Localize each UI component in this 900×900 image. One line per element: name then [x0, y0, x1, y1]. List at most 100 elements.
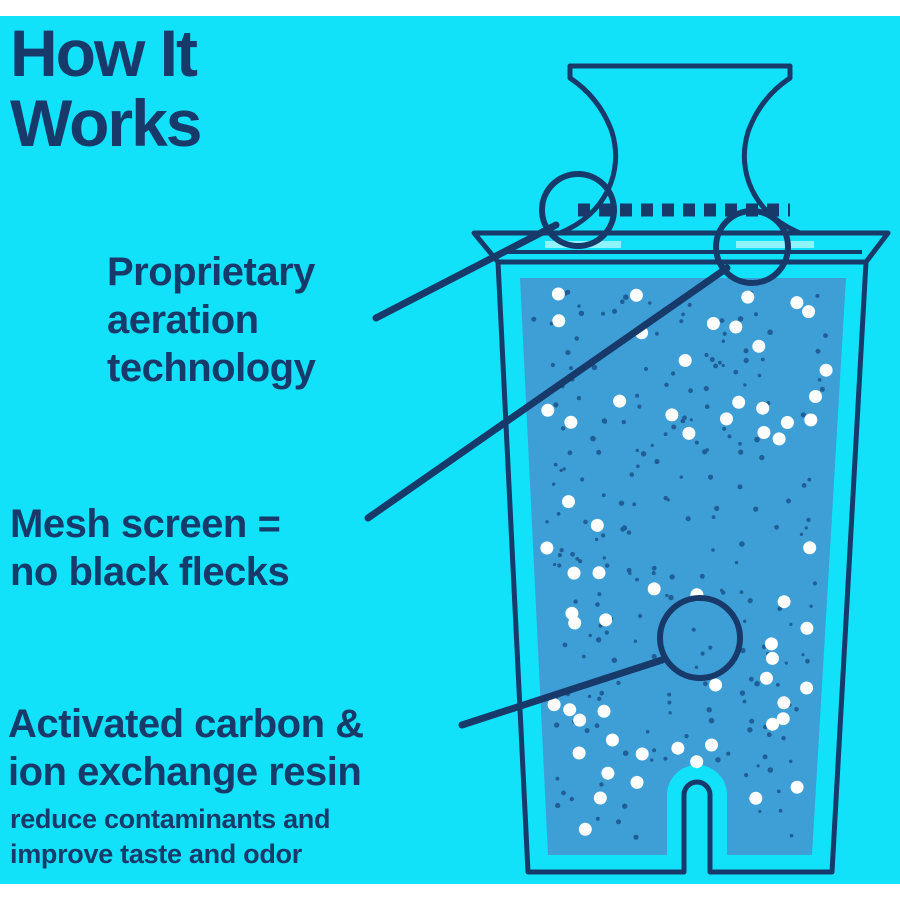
carbon-speck — [774, 524, 779, 530]
carbon-speck — [743, 383, 747, 387]
carbon-speck — [569, 796, 574, 802]
carbon-speck — [734, 560, 739, 565]
callout-sub-line: improve taste and odor — [10, 839, 302, 869]
carbon-speck — [679, 319, 684, 324]
carbon-speck — [623, 294, 629, 301]
carbon-speck — [652, 748, 657, 753]
resin-bead — [564, 415, 578, 429]
carbon-speck — [580, 477, 585, 482]
carbon-speck — [738, 449, 744, 455]
carbon-speck — [749, 718, 755, 724]
callout-carbon-label: Activated carbon & ion exchange resin — [8, 700, 364, 796]
resin-bead — [741, 290, 755, 304]
resin-bead — [803, 541, 817, 555]
carbon-speck — [739, 541, 745, 547]
carbon-speck — [704, 352, 709, 358]
resin-bead — [597, 704, 611, 718]
carbon-speck — [737, 484, 743, 490]
carbon-speck — [713, 363, 718, 369]
resin-bead — [804, 413, 818, 427]
carbon-speck — [531, 316, 537, 322]
carbon-speck — [651, 571, 656, 576]
resin-bead — [819, 363, 833, 377]
carbon-speck — [545, 520, 549, 524]
carbon-speck — [629, 472, 635, 477]
carbon-speck — [722, 426, 727, 431]
carbon-speck — [601, 493, 606, 498]
resin-bead — [809, 390, 822, 403]
carbon-speck — [597, 696, 602, 701]
carbon-speck — [651, 653, 657, 660]
carbon-speck — [694, 665, 699, 669]
carbon-speck — [781, 735, 786, 741]
carbon-speck — [581, 654, 586, 659]
carbon-speck — [679, 475, 683, 479]
carbon-speck — [688, 388, 693, 394]
carbon-speck — [739, 590, 744, 594]
carbon-speck — [722, 331, 727, 336]
resin-bead — [605, 733, 619, 747]
carbon-speck — [626, 567, 632, 573]
carbon-speck — [754, 680, 760, 687]
carbon-speck — [815, 293, 820, 298]
carbon-speck — [591, 364, 598, 371]
carbon-speck — [708, 474, 714, 480]
carbon-speck — [555, 776, 560, 781]
carbon-speck — [738, 441, 742, 446]
carbon-speck — [721, 339, 725, 343]
carbon-speck — [812, 581, 818, 586]
resin-bead — [777, 595, 791, 609]
carbon-speck — [747, 727, 753, 733]
carbon-speck — [557, 553, 563, 558]
magnifier-circle-icon — [657, 595, 743, 681]
callout-line: ion exchange resin — [8, 750, 362, 794]
carbon-particles — [531, 289, 828, 840]
callout-sub-line: reduce contaminants and — [10, 804, 331, 834]
resin-bead — [766, 717, 779, 731]
resin-bead — [567, 566, 581, 580]
carbon-speck — [622, 803, 628, 809]
carbon-speck — [622, 750, 629, 756]
carbon-speck — [727, 434, 732, 439]
page-title: How It Works — [10, 18, 203, 160]
carbon-speck — [705, 448, 709, 452]
carbon-speck — [708, 645, 713, 650]
carbon-speck — [709, 357, 715, 362]
carbon-speck — [553, 562, 557, 567]
carbon-speck — [740, 647, 746, 654]
callout-pointer-carbon — [458, 656, 666, 729]
resin-bead — [647, 582, 661, 596]
carbon-speck — [595, 602, 600, 607]
carbon-speck — [654, 458, 660, 465]
callout-line: no black flecks — [10, 550, 290, 594]
resin-bead — [800, 681, 814, 695]
carbon-speck — [665, 593, 669, 598]
carbon-speck — [628, 571, 632, 576]
resin-bead — [629, 288, 643, 302]
resin-bead — [752, 339, 766, 353]
carbon-speck — [743, 348, 749, 354]
carbon-speck — [599, 782, 604, 787]
carbon-speck — [726, 751, 731, 756]
magnifier-circle-icon — [539, 171, 617, 249]
resin-bead — [780, 416, 794, 429]
carbon-speck — [758, 809, 762, 814]
carbon-speck — [667, 700, 672, 705]
carbon-speck — [681, 312, 685, 317]
carbon-speck — [638, 613, 643, 619]
carbon-speck — [699, 573, 705, 579]
title-line: Works — [10, 86, 203, 160]
carbon-speck — [635, 448, 639, 453]
resin-bead — [578, 822, 592, 836]
filter-cap — [559, 63, 801, 236]
carbon-speck — [635, 393, 640, 398]
carbon-speck — [756, 764, 760, 768]
resin-bead — [790, 780, 804, 794]
resin-bead — [756, 401, 770, 415]
carbon-speck — [663, 432, 668, 437]
carbon-speck — [767, 329, 773, 336]
carbon-speck — [650, 758, 654, 762]
carbon-speck — [703, 385, 709, 392]
carbon-speck — [668, 594, 674, 601]
